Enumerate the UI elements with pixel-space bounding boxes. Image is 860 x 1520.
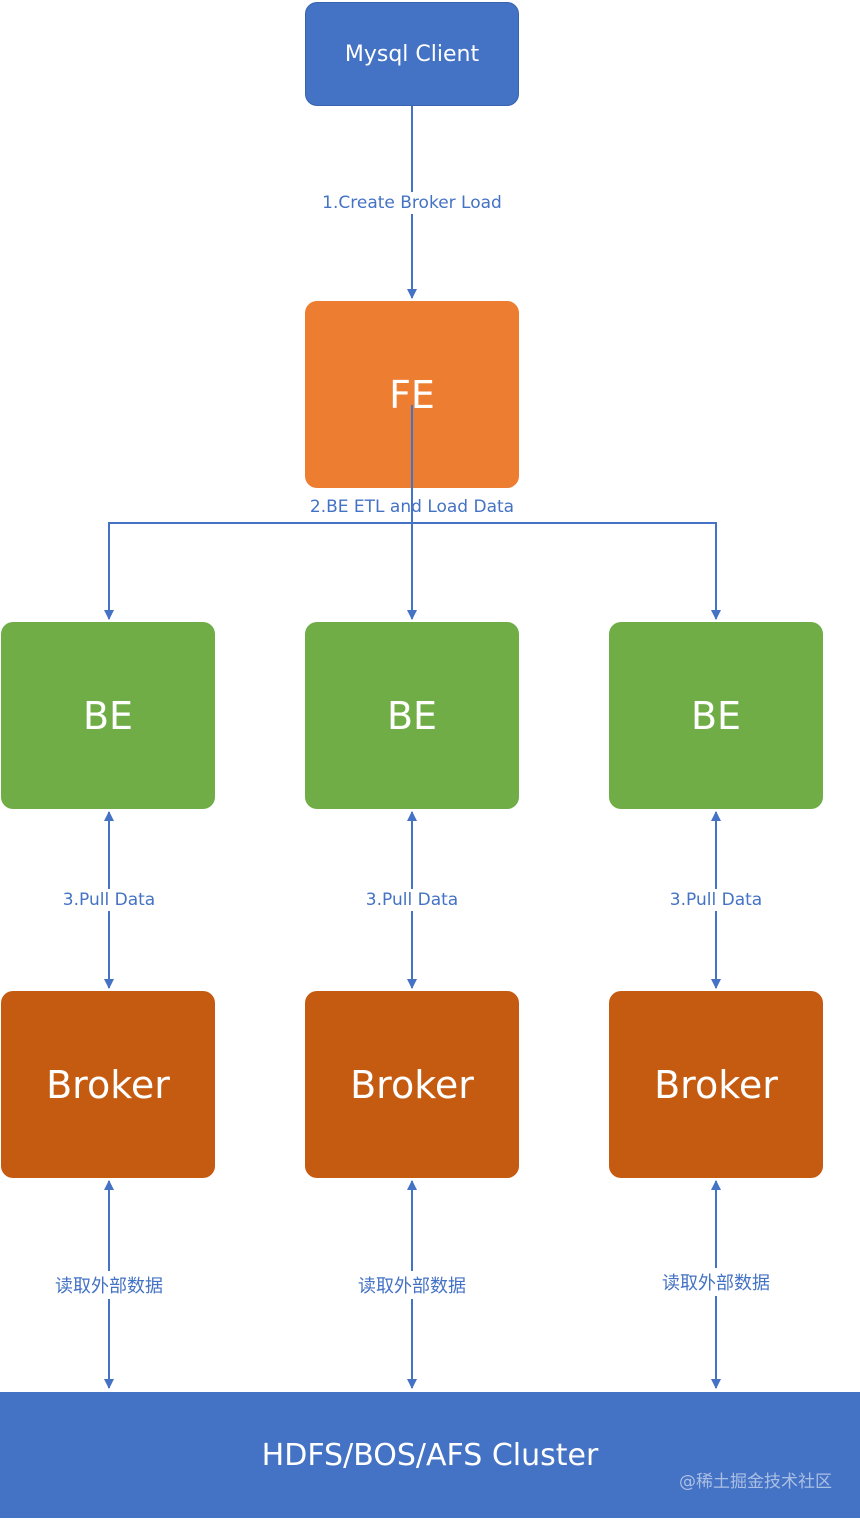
mysql-client-node: Mysql Client — [305, 2, 519, 106]
broker-node-3: Broker — [609, 991, 823, 1178]
broker-node-2: Broker — [305, 991, 519, 1178]
storage-cluster-node: HDFS/BOS/AFS Cluster — [0, 1392, 860, 1518]
watermark: @稀土掘金技术社区 — [679, 1472, 832, 1492]
edge-label-read-external-1: 读取外部数据 — [52, 1271, 166, 1299]
edge-label-read-external-3: 读取外部数据 — [659, 1268, 773, 1296]
edge-label-read-external-2: 读取外部数据 — [355, 1271, 469, 1299]
edge-fe-to-be-1 — [104, 522, 412, 620]
fe-node: FE — [305, 301, 519, 488]
broker-node-1: Broker — [1, 991, 215, 1178]
be-node-2: BE — [305, 622, 519, 809]
edge-label-pull-data-2: 3.Pull Data — [362, 889, 462, 911]
be-node-3: BE — [609, 622, 823, 809]
edge-label-pull-data-3: 3.Pull Data — [666, 889, 766, 911]
edge-label-pull-data-1: 3.Pull Data — [59, 889, 159, 911]
edge-label-create-load: 1.Create Broker Load — [319, 192, 505, 214]
be-node-1: BE — [1, 622, 215, 809]
edge-label-etl-load: 2.BE ETL and Load Data — [309, 497, 515, 517]
edge-fe-to-be-3 — [412, 522, 721, 620]
